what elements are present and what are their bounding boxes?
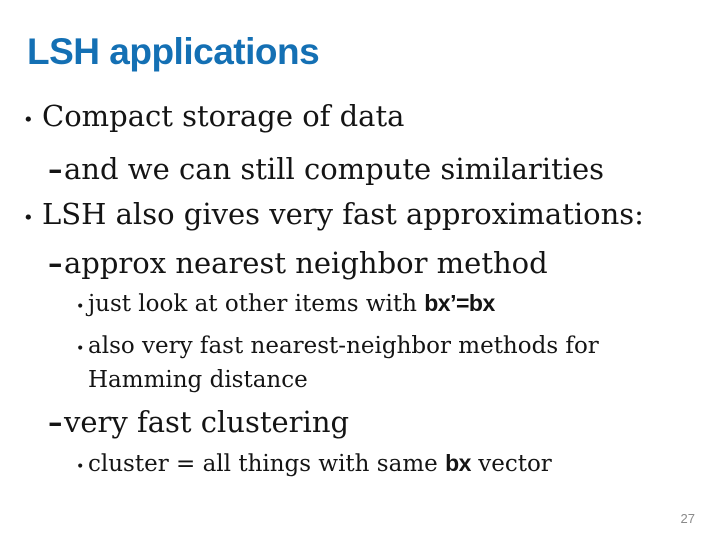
sub-bullet-text: approx nearest neighbor method	[64, 246, 548, 280]
sub-bullet-line: – very fast clustering	[0, 400, 720, 445]
sub-sub-bullet-line: • also very fast nearest-neighbor method…	[0, 329, 720, 397]
sub-sub-bullet-text: also very fast nearest-neighbor methods …	[88, 329, 720, 397]
bullet-icon: •	[76, 341, 85, 357]
sub-bullet-text: very fast clustering	[64, 405, 350, 439]
text-segment: Hamming distance	[88, 367, 308, 393]
bullet-icon: •	[23, 208, 34, 229]
sub-sub-bullet-line: • cluster = all things with same bx vect…	[0, 446, 720, 484]
sub-bullet-line: – and we can still compute similarities	[0, 147, 720, 192]
vector-token: bx’=bx	[424, 290, 495, 316]
text-segment: just look at other items with	[88, 291, 425, 317]
slide-title: LSH applications	[27, 31, 320, 72]
sub-sub-bullet-text: just look at other items with bx’=bx	[88, 286, 720, 321]
bullet-line: • Compact storage of data	[0, 94, 720, 143]
bullet-text: LSH also gives very fast approximations:	[42, 197, 644, 231]
text-segment: cluster = all things with same	[88, 451, 446, 477]
bullet-text: Compact storage of data	[42, 99, 405, 133]
sub-sub-bullet-line: • just look at other items with bx’=bx	[0, 286, 720, 324]
vector-token: bx	[445, 450, 471, 476]
dash-icon: –	[48, 405, 63, 439]
bullet-icon: •	[76, 459, 85, 475]
sub-bullet-line: – approx nearest neighbor method	[0, 241, 720, 286]
bullet-icon: •	[23, 110, 34, 131]
text-segment: vector	[470, 451, 552, 477]
text-segment: also very fast nearest-neighbor methods …	[88, 333, 599, 359]
slide-body: • Compact storage of data – and we can s…	[0, 94, 720, 484]
sub-sub-bullet-text: cluster = all things with same bx vector	[88, 446, 720, 481]
page-number: 27	[680, 511, 695, 526]
bullet-line: • LSH also gives very fast approximation…	[0, 192, 720, 241]
bullet-icon: •	[76, 299, 85, 315]
sub-bullet-text: and we can still compute similarities	[64, 152, 605, 186]
dash-icon: –	[48, 152, 63, 186]
dash-icon: –	[48, 246, 63, 280]
